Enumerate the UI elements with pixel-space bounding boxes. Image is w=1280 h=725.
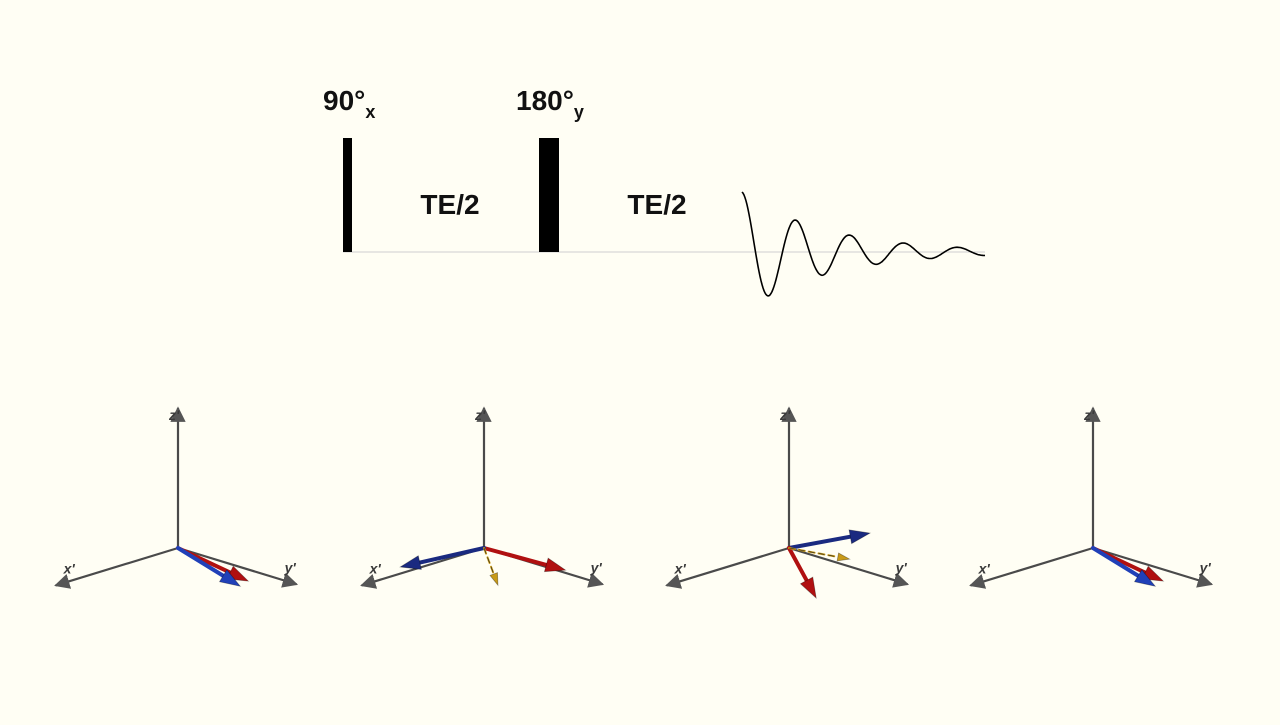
pulse-90-label: 90°x — [323, 85, 375, 122]
y-axis — [177, 546, 299, 588]
blue-vector-shaft — [787, 534, 853, 550]
pulse-180-label: 180°y — [516, 85, 584, 122]
blue-vector — [399, 546, 486, 570]
y-axis-label: y' — [895, 559, 908, 575]
z-axis-label: z' — [168, 407, 180, 423]
frame-4: z' x' y' — [969, 406, 1214, 589]
red-vector-shaft — [482, 546, 549, 567]
gold-vector-head — [489, 572, 499, 587]
x-axis-label: x' — [369, 560, 382, 576]
frame-3: z' x' y' — [665, 406, 910, 600]
gold-vector — [483, 547, 499, 587]
pulse-90-bar — [343, 138, 352, 252]
blue-vector-head — [1133, 569, 1157, 587]
x-axis — [969, 546, 1094, 589]
pulse-sequence: 90°x 180°y TE/2 TE/2 — [323, 85, 986, 297]
red-vector-shaft — [787, 546, 809, 583]
blue-vector-head — [399, 555, 422, 570]
x-axis-label: x' — [674, 560, 687, 576]
blue-vector — [1091, 546, 1157, 587]
gold-vector — [788, 547, 851, 562]
z-axis-label: z' — [1083, 407, 1095, 423]
blue-vector-shaft — [1091, 546, 1141, 578]
gold-vector-outline — [483, 547, 495, 575]
red-vector-head — [543, 557, 567, 573]
red-vector-head — [799, 576, 817, 600]
red-vector — [787, 546, 817, 600]
y-axis-label: y' — [590, 559, 603, 575]
blue-vector-head — [218, 569, 242, 587]
y-axis-label: y' — [1199, 559, 1212, 575]
frame-1: z' x' y' — [54, 406, 299, 589]
x-axis — [54, 546, 179, 589]
z-axis-label: z' — [779, 407, 791, 423]
red-vector — [482, 546, 567, 573]
blue-vector-shaft — [417, 546, 486, 565]
z-axis-label: z' — [474, 407, 486, 423]
blue-vector — [787, 529, 872, 550]
blue-vector-shaft — [176, 546, 226, 578]
rotating-frames: z' x' y' z' x' y' z' x' y' z' x' y' — [54, 406, 1214, 600]
echo-signal — [741, 191, 986, 297]
blue-vector — [176, 546, 242, 587]
y-axis — [1092, 546, 1214, 588]
x-axis-label: x' — [978, 560, 991, 576]
blue-vector-head — [848, 529, 872, 545]
delay-label-2: TE/2 — [627, 189, 686, 220]
y-axis — [788, 546, 910, 588]
y-axis-label: y' — [284, 559, 297, 575]
x-axis-label: x' — [63, 560, 76, 576]
gold-vector-head — [836, 552, 851, 562]
delay-label-1: TE/2 — [420, 189, 479, 220]
pulse-180-bar — [539, 138, 559, 252]
x-axis — [665, 546, 790, 589]
gold-vector-outline — [788, 547, 838, 558]
frame-2: z' x' y' — [360, 406, 605, 589]
